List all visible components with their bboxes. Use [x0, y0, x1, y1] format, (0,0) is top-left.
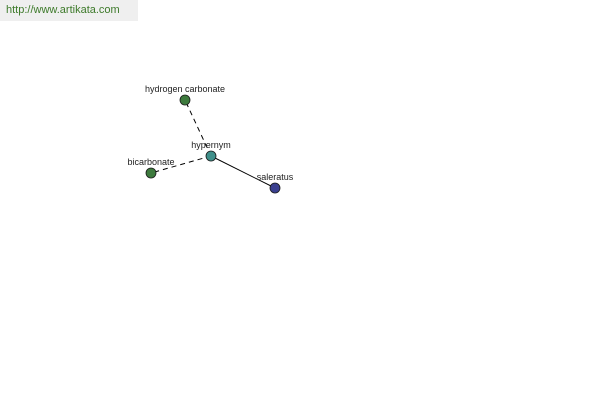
node-label-bicarbonate: bicarbonate	[127, 157, 174, 167]
node-saleratus[interactable]: saleratus	[257, 172, 294, 194]
node-marker-saleratus[interactable]	[269, 182, 281, 194]
edge-hypernym-bicarbonate	[150, 155, 212, 174]
node-label-hypernym: hypernym	[191, 140, 231, 150]
node-bicarbonate[interactable]: bicarbonate	[127, 157, 175, 179]
node-marker-hypernym[interactable]	[205, 150, 217, 162]
node-marker-bicarbonate[interactable]	[145, 167, 157, 179]
graph-nodes: hypernym hydrogen carbonate bicarbonate …	[127, 84, 294, 194]
edge-hypernym-hydrogen-carbonate	[184, 99, 212, 157]
graph-edges	[150, 99, 276, 189]
node-marker-hydrogen-carbonate[interactable]	[179, 94, 191, 106]
edge-hypernym-saleratus	[210, 155, 276, 189]
site-url-watermark[interactable]: http://www.artikata.com	[0, 0, 138, 21]
node-label-hydrogen-carbonate: hydrogen carbonate	[145, 84, 225, 94]
node-hypernym[interactable]: hypernym	[191, 140, 231, 162]
node-hydrogen-carbonate[interactable]: hydrogen carbonate	[145, 84, 225, 106]
node-label-saleratus: saleratus	[257, 172, 294, 182]
